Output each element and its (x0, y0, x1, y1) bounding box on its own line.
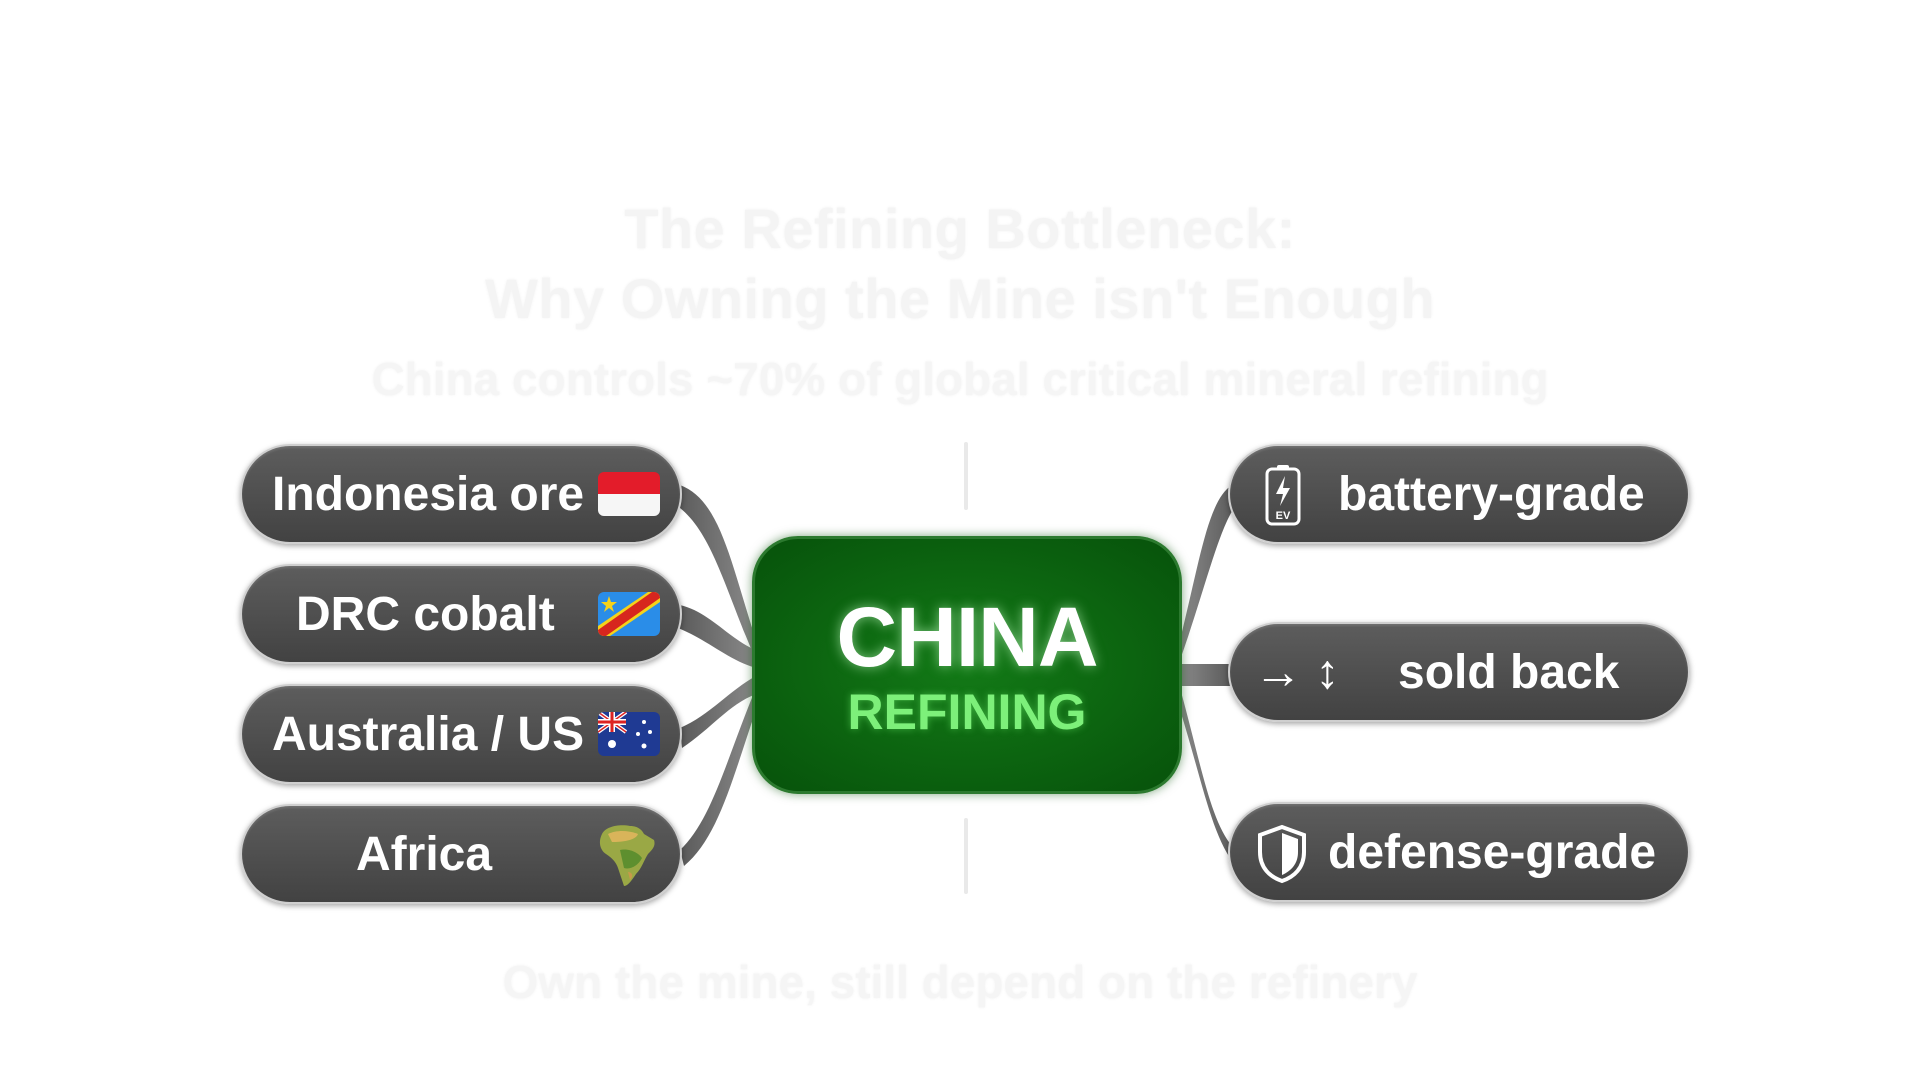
drc-flag-icon (598, 592, 660, 636)
output-label: battery-grade (1338, 467, 1645, 521)
source-pill-drc: DRC cobalt (240, 564, 682, 664)
output-label: sold back (1398, 645, 1620, 699)
ev-battery-icon: EV (1264, 464, 1302, 526)
connector-battery (1180, 485, 1236, 660)
source-label: Indonesia ore (272, 467, 585, 521)
output-label: defense-grade (1328, 825, 1657, 879)
svg-text:EV: EV (1276, 510, 1291, 522)
diagram-subtitle: China controls ~70% of global critical m… (371, 353, 1549, 405)
bottom-divider-line (964, 818, 968, 894)
top-divider-line (964, 442, 968, 510)
output-pill-soldback: → ↕ sold back (1228, 622, 1690, 722)
africa-map-icon (594, 820, 660, 890)
diagram-title-line1: The Refining Bottleneck: (624, 197, 1296, 260)
output-pill-battery: EV battery-grade (1228, 444, 1690, 544)
diagram-footer: Own the mine, still depend on the refine… (502, 956, 1418, 1008)
connector-defense (1180, 688, 1236, 866)
diagram-title-line2: Why Owning the Mine isn't Enough (484, 267, 1436, 330)
australia-flag-icon (598, 712, 660, 756)
source-pill-indonesia: Indonesia ore (240, 444, 682, 544)
shield-icon (1256, 824, 1308, 884)
source-pill-australia: Australia / US (240, 684, 682, 784)
connector-australia (680, 676, 756, 748)
connector-africa (680, 688, 756, 866)
center-title: CHINA (836, 590, 1099, 684)
output-pill-defense: defense-grade (1228, 802, 1690, 902)
china-refining-node: CHINA REFINING (752, 536, 1182, 794)
connector-soldback (1180, 664, 1232, 686)
output-prefix-arrows: → ↕ (1254, 645, 1340, 699)
center-subtitle: REFINING (847, 684, 1087, 740)
source-label: DRC cobalt (296, 587, 555, 641)
source-pill-africa: Africa (240, 804, 682, 904)
source-label: Australia / US (272, 707, 585, 761)
connector-indonesia (676, 485, 756, 660)
connector-drc (678, 605, 756, 668)
source-label: Africa (356, 827, 493, 881)
indonesia-flag-icon (598, 472, 660, 516)
